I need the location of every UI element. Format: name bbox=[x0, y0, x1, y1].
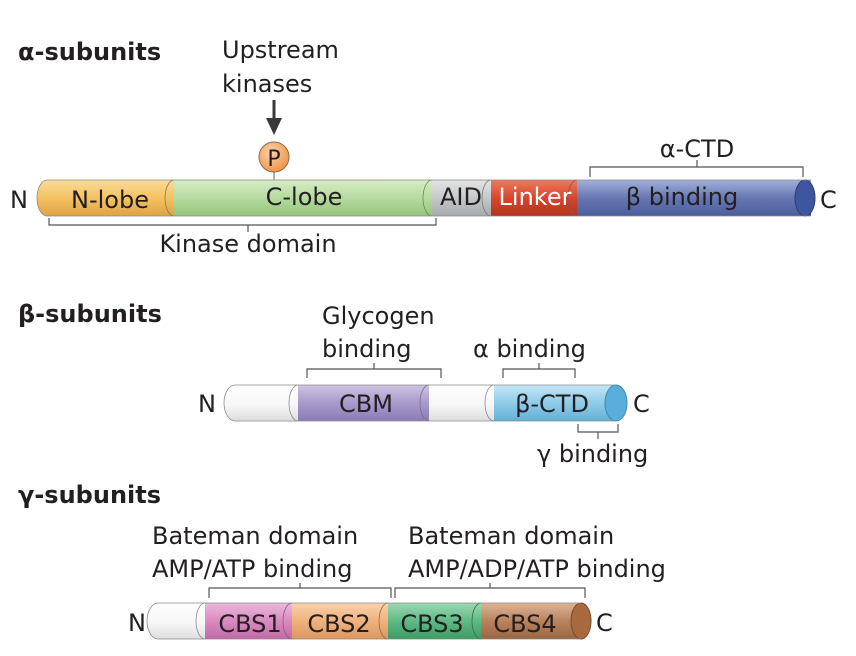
beta-c-terminus: C bbox=[633, 390, 650, 418]
alpha-ctd-label: α-CTD bbox=[660, 135, 734, 163]
alpha-binding-bracket bbox=[502, 363, 576, 378]
glycogen-label-line2: binding bbox=[322, 335, 411, 363]
c-lobe-segment bbox=[165, 179, 433, 217]
gamma-c-terminus: C bbox=[596, 609, 613, 637]
bateman1-line1: Bateman domain bbox=[152, 522, 358, 550]
beta-n-terminus: N bbox=[198, 390, 216, 418]
alpha-n-terminus: N bbox=[10, 186, 28, 214]
kinase-domain-bracket bbox=[48, 218, 437, 232]
gamma-bar bbox=[146, 602, 592, 640]
beta-section: β-subunits Glycogen binding α binding N bbox=[18, 300, 650, 468]
bateman2-line2: AMP/ADP/ATP binding bbox=[408, 555, 666, 583]
cbs3-label: CBS3 bbox=[400, 610, 463, 638]
cbs2-label: CBS2 bbox=[307, 610, 370, 638]
upstream-label-line2: kinases bbox=[222, 70, 312, 98]
cbm-label: CBM bbox=[339, 390, 393, 418]
phospho-label: P bbox=[267, 147, 280, 172]
aid-label: AID bbox=[440, 183, 482, 211]
beta-binding-label: β binding bbox=[626, 183, 738, 211]
bateman2-line1: Bateman domain bbox=[408, 522, 614, 550]
c-lobe-label: C-lobe bbox=[266, 183, 343, 211]
white-segment-middle bbox=[420, 384, 495, 422]
bateman1-bracket bbox=[208, 583, 392, 598]
n-lobe-segment bbox=[37, 179, 175, 217]
glycogen-bracket bbox=[306, 363, 442, 378]
alpha-binding-label: α binding bbox=[473, 335, 586, 363]
white-segment-gamma bbox=[147, 602, 206, 640]
cbs4-label: CBS4 bbox=[493, 610, 556, 638]
glycogen-label-line1: Glycogen bbox=[322, 302, 435, 330]
gamma-binding-bracket bbox=[577, 424, 619, 439]
down-arrow-icon bbox=[266, 100, 282, 135]
alpha-ctd-bracket bbox=[589, 160, 804, 177]
alpha-bar bbox=[36, 179, 816, 217]
alpha-c-terminus: C bbox=[820, 186, 837, 214]
n-lobe-label: N-lobe bbox=[71, 186, 149, 214]
alpha-section: α-subunits Upstream kinases P N bbox=[10, 36, 837, 258]
upstream-label-line1: Upstream bbox=[222, 36, 339, 64]
gamma-n-terminus: N bbox=[128, 609, 146, 637]
beta-heading: β-subunits bbox=[18, 300, 162, 328]
alpha-heading: α-subunits bbox=[18, 38, 161, 66]
gamma-binding-label: γ binding bbox=[537, 440, 648, 468]
white-segment-left bbox=[224, 384, 299, 422]
beta-bar bbox=[223, 384, 628, 422]
bateman2-bracket bbox=[394, 583, 586, 598]
gamma-section: γ-subunits Bateman domain AMP/ATP bindin… bbox=[18, 481, 666, 640]
bateman1-line2: AMP/ATP binding bbox=[152, 555, 352, 583]
linker-label: Linker bbox=[499, 183, 572, 211]
kinase-domain-label: Kinase domain bbox=[159, 230, 336, 258]
phospho-circle bbox=[258, 141, 290, 173]
gamma-heading: γ-subunits bbox=[18, 481, 161, 509]
beta-ctd-label: β-CTD bbox=[515, 390, 589, 418]
cbs1-label: CBS1 bbox=[218, 610, 281, 638]
